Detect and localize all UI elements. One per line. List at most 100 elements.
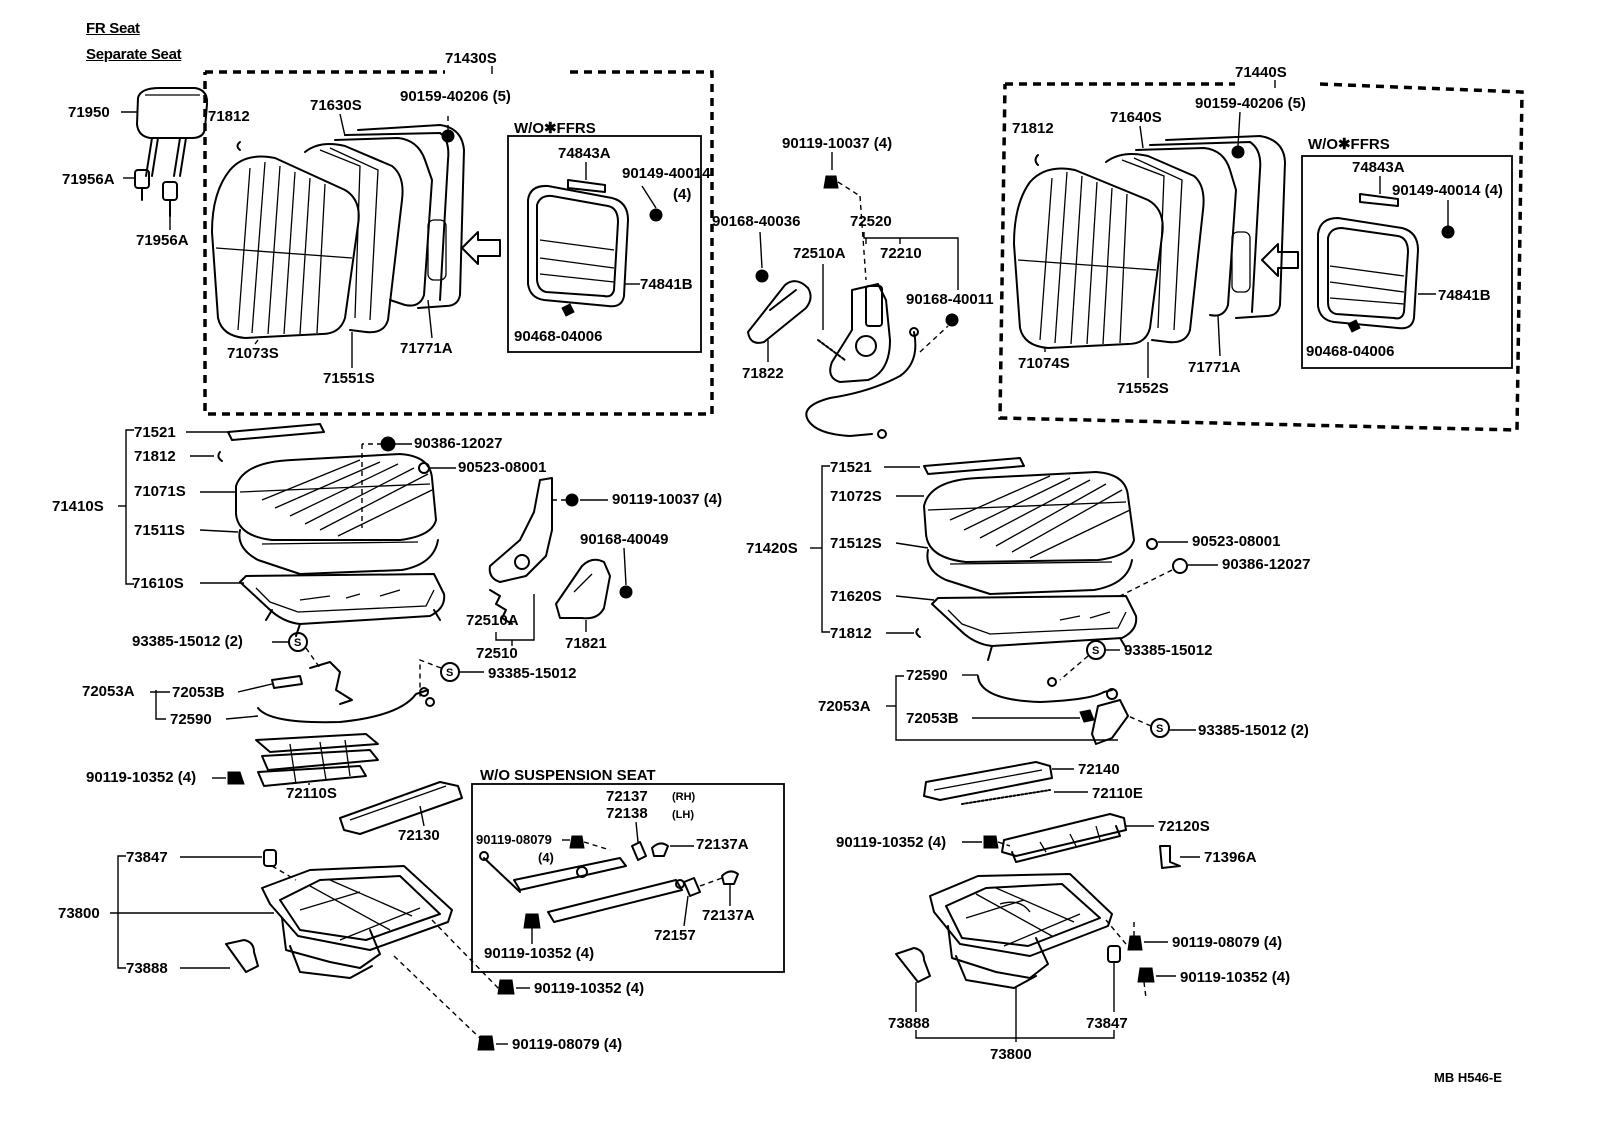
label-71552s: 71552S [1117, 380, 1169, 397]
bolt-73847-left [263, 849, 277, 867]
label-72138-lh-tag: (LH) [672, 809, 694, 821]
label-71551s: 71551S [323, 370, 375, 387]
label-74841b-right: 74841B [1438, 287, 1491, 304]
clip-71812-cushion-left [217, 451, 223, 462]
bracket-71410s [125, 429, 134, 585]
nut-90168-40011 [945, 313, 959, 327]
bolt-90119-08079-sub [569, 835, 585, 849]
right-seatback-group: 71440S 71812 71640S 90159-40206 (5) [998, 64, 1524, 432]
label-72520: 72520 [850, 213, 892, 230]
cushion-pad-71512s [926, 549, 1133, 595]
seat-base-73800-right [929, 873, 1113, 989]
label-90386-left: 90386-12027 [414, 435, 502, 452]
handle-73888-left [225, 939, 259, 973]
leader [895, 542, 929, 549]
label-93385-left-2: 93385-15012 (2) [132, 633, 243, 650]
seat-base-73800-left [261, 865, 453, 979]
bracket-73800-right [915, 1030, 1115, 1039]
label-72138-lh: 72138 [606, 805, 648, 822]
seat-track-72110s [255, 733, 379, 787]
label-93385-right-1: 93385-15012 [1124, 642, 1212, 659]
label-72590-left: 72590 [170, 711, 212, 728]
label-90149-right: 90149-40014 (4) [1392, 182, 1503, 199]
hinge-group-middle: 90119-10037 (4) 72510A 72510 71821 90168… [466, 477, 722, 662]
label-90468-right: 90468-04006 [1306, 343, 1394, 360]
wire-72590-left [257, 689, 429, 724]
label-wo-ffrs-right: W/O✱FFRS [1308, 136, 1390, 153]
nut-90168-40049 [619, 585, 633, 599]
headrest-left [136, 87, 209, 177]
s-mark-text-2: S [446, 667, 453, 679]
label-71511s: 71511S [134, 522, 185, 539]
wo-ffrs-box-left [507, 135, 702, 353]
dashed-leader [393, 955, 483, 1041]
suspension-rail-upper [479, 851, 627, 893]
label-74843a-right: 74843A [1352, 159, 1405, 176]
leader [863, 232, 959, 290]
leader [895, 595, 935, 601]
bolt-90119-10037-mid [565, 493, 579, 507]
label-72210: 72210 [880, 245, 922, 262]
bolt-90119-10352-bottom-right [1137, 967, 1155, 983]
handle-73888-right [895, 947, 931, 983]
label-71610s: 71610S [132, 575, 184, 592]
label-72137a-2: 72137A [702, 907, 755, 924]
leader [199, 529, 239, 533]
label-71771a-left: 71771A [400, 340, 453, 357]
label-72053a-right: 72053A [818, 698, 871, 715]
leader [641, 185, 657, 209]
recliner-cover-71822 [747, 280, 812, 344]
label-90168-40049: 90168-40049 [580, 531, 668, 548]
label-71812-left: 71812 [208, 108, 250, 125]
diagram-subtitle: Separate Seat [86, 46, 182, 63]
label-71396a: 71396A [1204, 849, 1257, 866]
bracket-72053a-right [895, 675, 1118, 741]
clip-90468-right [1347, 319, 1361, 333]
leader [495, 594, 535, 641]
label-71640s: 71640S [1110, 109, 1162, 126]
panel-74843a-right [1359, 193, 1399, 207]
label-71956a-1: 71956A [62, 171, 115, 188]
group-label-71430s: 71430S [445, 50, 497, 67]
suspension-rail-lower [547, 879, 685, 923]
group-label-71440s: 71440S [1235, 64, 1287, 81]
dashed-leader [1127, 715, 1152, 727]
clip-90468-left [561, 303, 575, 317]
label-72120s: 72120S [1158, 818, 1210, 835]
label-71074s: 71074S [1018, 355, 1070, 372]
seatback-frame-71630s [334, 132, 450, 307]
spring-72510a-mid [489, 589, 513, 625]
pad-71521-right [923, 457, 1025, 475]
recliner-mechanism-72520 [817, 283, 891, 383]
bolt-90159-right [1231, 145, 1245, 159]
label-72110s: 72110S [286, 785, 337, 802]
seatback-cover-71074s [1013, 167, 1164, 349]
seatback-cover-71073s [211, 155, 360, 339]
diagram-title: FR Seat [86, 20, 140, 37]
s-mark-text-4: S [1156, 723, 1163, 735]
headrest-support-71956a [134, 169, 178, 217]
bracket-71420s [821, 465, 830, 633]
label-74841b-left: 74841B [640, 276, 693, 293]
label-73800-left: 73800 [58, 905, 100, 922]
leader [635, 821, 639, 843]
label-90149-left-qty: (4) [673, 186, 691, 203]
label-71812-cushion-left: 71812 [134, 448, 176, 465]
label-90468-left: 90468-04006 [514, 328, 602, 345]
label-73800-right: 73800 [990, 1046, 1032, 1063]
label-90386-right: 90386-12027 [1222, 556, 1310, 573]
leader [1139, 125, 1144, 149]
label-73847-left: 73847 [126, 849, 168, 866]
recliner-cable-72210 [805, 327, 919, 439]
left-adjuster-group: 93385-15012 (2) S S 93385-15012 72053A 7… [58, 632, 644, 1053]
s-mark-text-1: S [294, 637, 301, 649]
label-73888-left: 73888 [126, 960, 168, 977]
dashed-leader [1119, 569, 1173, 597]
label-90119-08079-sub-qty: (4) [538, 850, 554, 865]
label-72157: 72157 [654, 927, 696, 944]
bracket-72157 [683, 877, 701, 897]
bracket-71396a [1159, 845, 1181, 869]
left-back-dashed-box-right [203, 70, 714, 416]
pad-71521-left [227, 423, 325, 441]
s-mark-4 [1150, 718, 1170, 738]
